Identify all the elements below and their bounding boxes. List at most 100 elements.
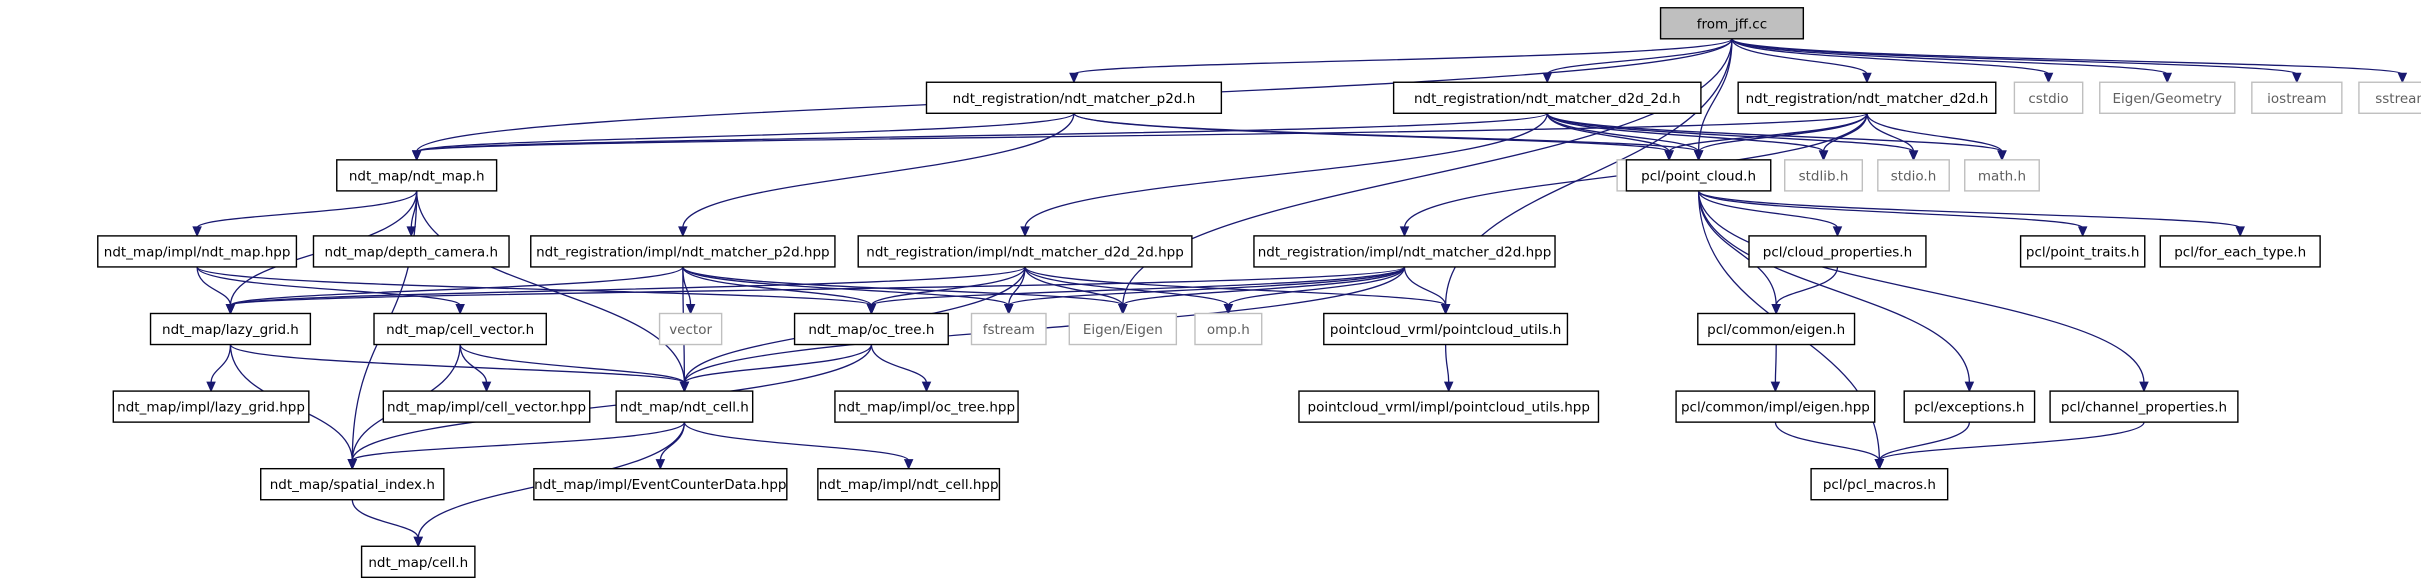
node-ndt_cell[interactable]: ndt_map/ndt_cell.h [615,390,754,423]
edge-d2d2d_h-to-ndt_map_h [416,112,1548,153]
edge-d2d_h-to-ndt_map_h [416,112,1868,153]
node-for_each_type[interactable]: pcl/for_each_type.h [2159,235,2321,268]
edge-root-to-sstream [1731,38,2404,75]
node-box-ndt_cell_hpp [817,467,1001,501]
node-box-p2d_h [925,81,1223,114]
node-label-d2d2d_hpp: ndt_registration/impl/ndt_matcher_d2d_2d… [866,244,1183,260]
node-cell_vector_hpp[interactable]: ndt_map/impl/cell_vector.hpp [382,390,591,423]
edge-d2d2d_hpp-to-pc_vrml_utils [1024,266,1447,307]
file-nodes: from_jff.cc ndt_registration/ndt_matcher_… [97,7,2421,579]
edge-lazy_grid-to-lazy_grid_hpp [210,344,232,384]
edge-arrowhead-d2d_h-to-ndt_map_h [411,150,422,162]
node-pcl_exceptions[interactable]: pcl/exceptions.h [1903,390,2036,423]
edge-ndt_cell-to-ndt_cell_hpp [683,421,910,462]
node-p2d_h[interactable]: ndt_registration/ndt_matcher_p2d.h [925,81,1223,114]
node-box-pcl_eigen_hpp [1675,390,1876,423]
node-lazy_grid[interactable]: ndt_map/lazy_grid.h [149,312,312,346]
edge-point_cloud-to-cloud_props [1697,190,1839,229]
node-omp[interactable]: omp.h [1194,312,1263,346]
node-event_counter[interactable]: ndt_map/impl/EventCounterData.hpp [533,467,788,501]
node-pc_vrml_utils_hpp[interactable]: pointcloud_vrml/impl/pointcloud_utils.hp… [1298,390,1600,423]
edge-arrowhead-root-to-sstream [2397,72,2408,84]
node-box-fstream [970,312,1047,346]
node-ndt_map_h[interactable]: ndt_map/ndt_map.h [336,159,498,192]
node-root[interactable]: from_jff.cc [1659,7,1805,40]
edge-d2d_h-to-math [1866,113,2003,153]
edge-lazy_grid-to-ndt_cell [229,343,686,384]
edge-point_cloud-to-point_traits [1697,190,2084,229]
node-box-cstdio [2013,81,2084,114]
node-d2d2d_h[interactable]: ndt_registration/ndt_matcher_d2d_2d.h [1392,81,1702,114]
edge-d2d2d_h-to-stdlib [1546,112,1825,153]
node-pc_vrml_utils[interactable]: pointcloud_vrml/pointcloud_utils.h [1323,312,1569,346]
node-box-channel_props [2049,390,2239,423]
edge-ndt_map_h-to-ndt_map_hpp [196,190,418,229]
edge-oc_tree-to-ndt_cell [683,344,873,384]
edge-arrowhead-point_cloud-to-for_each_type [2235,226,2245,238]
node-box-pc_vrml_utils_hpp [1298,390,1600,423]
edge-spatial_index-to-cell [351,499,419,539]
edge-d2d2d_h-to-math [1546,112,2003,153]
node-d2d2d_hpp[interactable]: ndt_registration/impl/ndt_matcher_d2d_2d… [857,235,1193,268]
node-eigen_geom[interactable]: Eigen/Geometry [2099,81,2236,114]
node-lazy_grid_hpp[interactable]: ndt_map/impl/lazy_grid.hpp [112,390,310,423]
node-box-root [1659,7,1805,40]
node-label-ndt_cell: ndt_map/ndt_cell.h [620,400,749,416]
node-box-p2d_hpp [530,235,836,268]
node-math[interactable]: math.h [1964,159,2040,192]
node-spatial_index[interactable]: ndt_map/spatial_index.h [260,467,445,501]
node-cell_vector[interactable]: ndt_map/cell_vector.h [373,312,547,346]
node-ndt_map_hpp[interactable]: ndt_map/impl/ndt_map.hpp [97,235,298,268]
node-box-cell_vector_hpp [382,390,591,423]
edge-arrowhead-root-to-cstdio [2043,72,2054,84]
edge-arrowhead-d2d_h-to-math [1997,150,2007,162]
edge-arrowhead-root-to-d2d2d_h [1542,72,1553,84]
node-cstdio[interactable]: cstdio [2013,81,2084,114]
node-pcl_eigen_hpp[interactable]: pcl/common/impl/eigen.hpp [1675,390,1876,423]
node-cloud_props[interactable]: pcl/cloud_properties.h [1748,235,1927,268]
node-label-ndt_cell_hpp: ndt_map/impl/ndt_cell.hpp [819,477,999,493]
edge-point_cloud-to-channel_props [1697,190,2145,384]
node-cell[interactable]: ndt_map/cell.h [360,545,476,579]
node-iostream[interactable]: iostream [2251,81,2343,114]
node-pcl_macros[interactable]: pcl/pcl_macros.h [1810,467,1949,501]
edge-arrowhead-ndt_map_hpp-to-cell_vector [455,303,465,315]
node-label-cell_vector: ndt_map/cell_vector.h [386,322,534,338]
node-eigen_eigen[interactable]: Eigen/Eigen [1068,312,1178,346]
node-label-p2d_hpp: ndt_registration/impl/ndt_matcher_p2d.hp… [536,244,830,260]
node-p2d_hpp[interactable]: ndt_registration/impl/ndt_matcher_p2d.hp… [530,235,836,268]
edge-arrowhead-d2d_hpp-to-eigen_eigen [1118,303,1128,315]
node-oc_tree_hpp[interactable]: ndt_map/impl/oc_tree.hpp [834,390,1019,423]
node-label-math: math.h [1978,168,2026,184]
edge-ndt_map_hpp-to-lazy_grid [196,266,232,306]
edge-arrowhead-oc_tree-to-oc_tree_hpp [921,381,932,393]
node-box-eigen_geom [2099,81,2236,114]
node-sstream[interactable]: sstream [2358,81,2421,114]
edge-arrowhead-point_cloud-to-point_traits [2077,226,2088,238]
node-d2d_h[interactable]: ndt_registration/ndt_matcher_d2d.h [1737,81,1997,114]
node-ndt_cell_hpp[interactable]: ndt_map/impl/ndt_cell.hpp [817,467,1001,501]
edge-pcl_exceptions-to-pcl_macros [1878,421,1971,461]
node-label-point_cloud: pcl/point_cloud.h [1641,168,1756,184]
edge-pcl_eigen_hpp-to-pcl_macros [1774,421,1881,461]
node-fstream[interactable]: fstream [970,312,1047,346]
edge-d2d_hpp-to-oc_tree [870,266,1406,307]
node-label-pcl_eigen_hpp: pcl/common/impl/eigen.hpp [1681,400,1870,416]
edge-d2d_hpp-to-omp [1227,266,1406,307]
node-box-point_traits [2019,235,2146,268]
edge-arrowhead-ndt_map_h-to-depth_camera [406,226,417,238]
node-label-stdio: stdio.h [1891,168,1937,184]
node-label-cstdio: cstdio [2028,91,2068,107]
node-depth_camera[interactable]: ndt_map/depth_camera.h [312,235,510,268]
node-oc_tree[interactable]: ndt_map/oc_tree.h [793,312,949,346]
node-point_cloud[interactable]: pcl/point_cloud.h [1625,159,1772,192]
node-stdlib[interactable]: stdlib.h [1784,159,1864,192]
node-vector[interactable]: vector [658,312,723,346]
node-box-ndt_map_hpp [97,235,298,268]
node-point_traits[interactable]: pcl/point_traits.h [2019,235,2146,268]
node-pcl_eigen[interactable]: pcl/common/eigen.h [1697,312,1856,346]
node-channel_props[interactable]: pcl/channel_properties.h [2049,390,2239,423]
edge-arrowhead-cloud_props-to-pcl_eigen [1771,303,1781,315]
node-d2d_hpp[interactable]: ndt_registration/impl/ndt_matcher_d2d.hp… [1253,235,1556,268]
node-stdio[interactable]: stdio.h [1877,159,1950,192]
